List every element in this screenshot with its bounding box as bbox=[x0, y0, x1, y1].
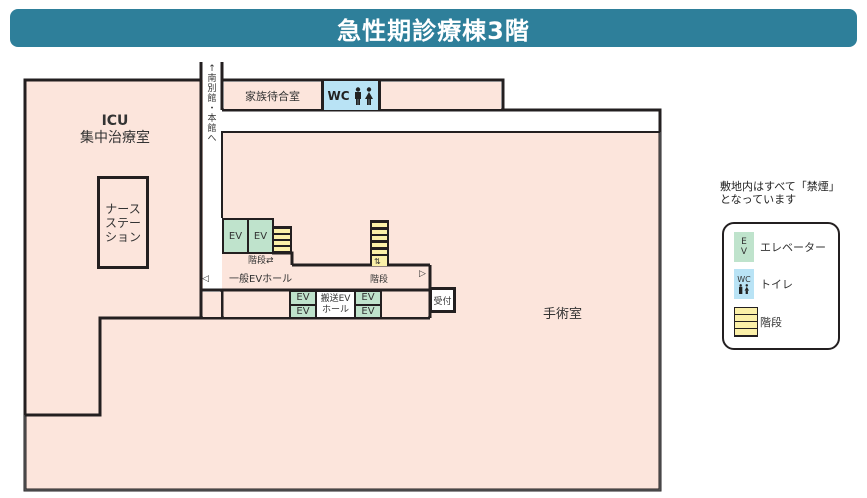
icu-label-jp: 集中治療室 bbox=[80, 130, 150, 146]
notice-line-1: 敷地内はすべて「禁煙」 bbox=[720, 180, 840, 193]
reception-label: 受付 bbox=[433, 296, 452, 307]
corridor-char: 別 bbox=[207, 84, 217, 94]
wc-room: WC bbox=[321, 81, 381, 110]
stairs-left-label: 階段⇄ bbox=[248, 256, 274, 266]
family-waiting-room: 家族待合室 bbox=[224, 82, 321, 109]
small-room bbox=[203, 292, 221, 317]
transport-ev-left: EV EV bbox=[291, 292, 315, 317]
reception: 受付 bbox=[429, 287, 456, 313]
legend-item-stairs: 階段 bbox=[734, 307, 782, 337]
notice-line-2: となっています bbox=[720, 193, 797, 206]
stairs-center-label: 階段 bbox=[370, 275, 389, 285]
elevator: EV bbox=[356, 292, 380, 304]
small-room bbox=[382, 292, 428, 317]
legend-item-toilet: WC トイレ bbox=[734, 269, 793, 299]
corridor-char: 館 bbox=[207, 94, 217, 104]
ev-label: EV bbox=[253, 230, 268, 242]
up-arrow-icon: ↑ bbox=[208, 64, 216, 74]
icu-label-en: ICU bbox=[101, 113, 129, 129]
arrow-right-icon: ▷ bbox=[419, 269, 426, 279]
corridor-char: 本 bbox=[207, 114, 217, 124]
ev-label: EV bbox=[228, 230, 243, 242]
title-bar: 急性期診療棟3階 bbox=[10, 9, 857, 47]
stairs-left bbox=[272, 226, 292, 254]
corridor-char: ・ bbox=[207, 104, 217, 114]
elevator: EV bbox=[291, 305, 315, 317]
general-ev-block: EV EV bbox=[222, 218, 274, 254]
stairs-icon bbox=[734, 307, 758, 337]
general-ev-hall-label: 一般EVホール bbox=[229, 274, 293, 285]
stairs-center-arrow-icon: ⇅ bbox=[374, 257, 381, 266]
toilet-icon bbox=[354, 86, 373, 105]
transport-ev-hall-label-2: ホール bbox=[321, 304, 349, 315]
elevator: EV bbox=[291, 292, 315, 304]
ev-label: EV bbox=[361, 305, 375, 317]
stairs-center bbox=[370, 220, 389, 257]
transport-ev-hall-label-1: 搬送EV bbox=[320, 293, 351, 304]
toilet-person-icon bbox=[739, 283, 749, 294]
no-smoking-notice: 敷地内はすべて「禁煙」 となっています bbox=[720, 180, 840, 206]
elevator: EV bbox=[249, 220, 272, 252]
nurse-station: ナース ステー ション bbox=[97, 176, 149, 269]
legend-label-elevator: エレベーター bbox=[760, 241, 826, 254]
legend-label-toilet: トイレ bbox=[760, 278, 793, 291]
legend-label-stairs: 階段 bbox=[760, 316, 782, 329]
small-room bbox=[224, 292, 290, 317]
to-other-buildings-label: ↑ 南 別 館 ・ 本 館 へ bbox=[203, 64, 221, 144]
page-title: 急性期診療棟3階 bbox=[337, 16, 530, 45]
icu-label: ICU 集中治療室 bbox=[60, 113, 170, 147]
stairs-center-bottom bbox=[370, 256, 389, 266]
nurse-station-label-2: ステー bbox=[104, 215, 141, 230]
top-strip-room bbox=[381, 82, 501, 109]
toilet-icon: WC bbox=[734, 269, 754, 299]
nurse-station-label-1: ナース bbox=[105, 201, 141, 216]
transport-ev-block: EV EV 搬送EV ホール EV EV bbox=[289, 290, 382, 319]
ev-label: EV bbox=[296, 305, 310, 317]
toilet-icon-label: WC bbox=[737, 274, 751, 284]
wc-label: WC bbox=[327, 88, 350, 103]
family-waiting-label: 家族待合室 bbox=[245, 89, 300, 103]
corridor-char: へ bbox=[207, 134, 217, 144]
ev-label: EV bbox=[296, 292, 310, 304]
transport-ev-right: EV EV bbox=[356, 292, 380, 317]
corridor-char: 館 bbox=[207, 124, 217, 134]
surgery-label: 手術室 bbox=[543, 307, 583, 322]
corridor-char: 南 bbox=[207, 74, 217, 84]
ev-label: EV bbox=[361, 292, 375, 304]
surgery-area-fill bbox=[25, 318, 660, 490]
nurse-station-label-3: ション bbox=[104, 229, 141, 244]
transport-ev-hall: 搬送EV ホール bbox=[317, 292, 354, 317]
elevator: EV bbox=[224, 220, 247, 252]
elevator: EV bbox=[356, 305, 380, 317]
arrow-left-icon: ◁ bbox=[202, 274, 209, 284]
